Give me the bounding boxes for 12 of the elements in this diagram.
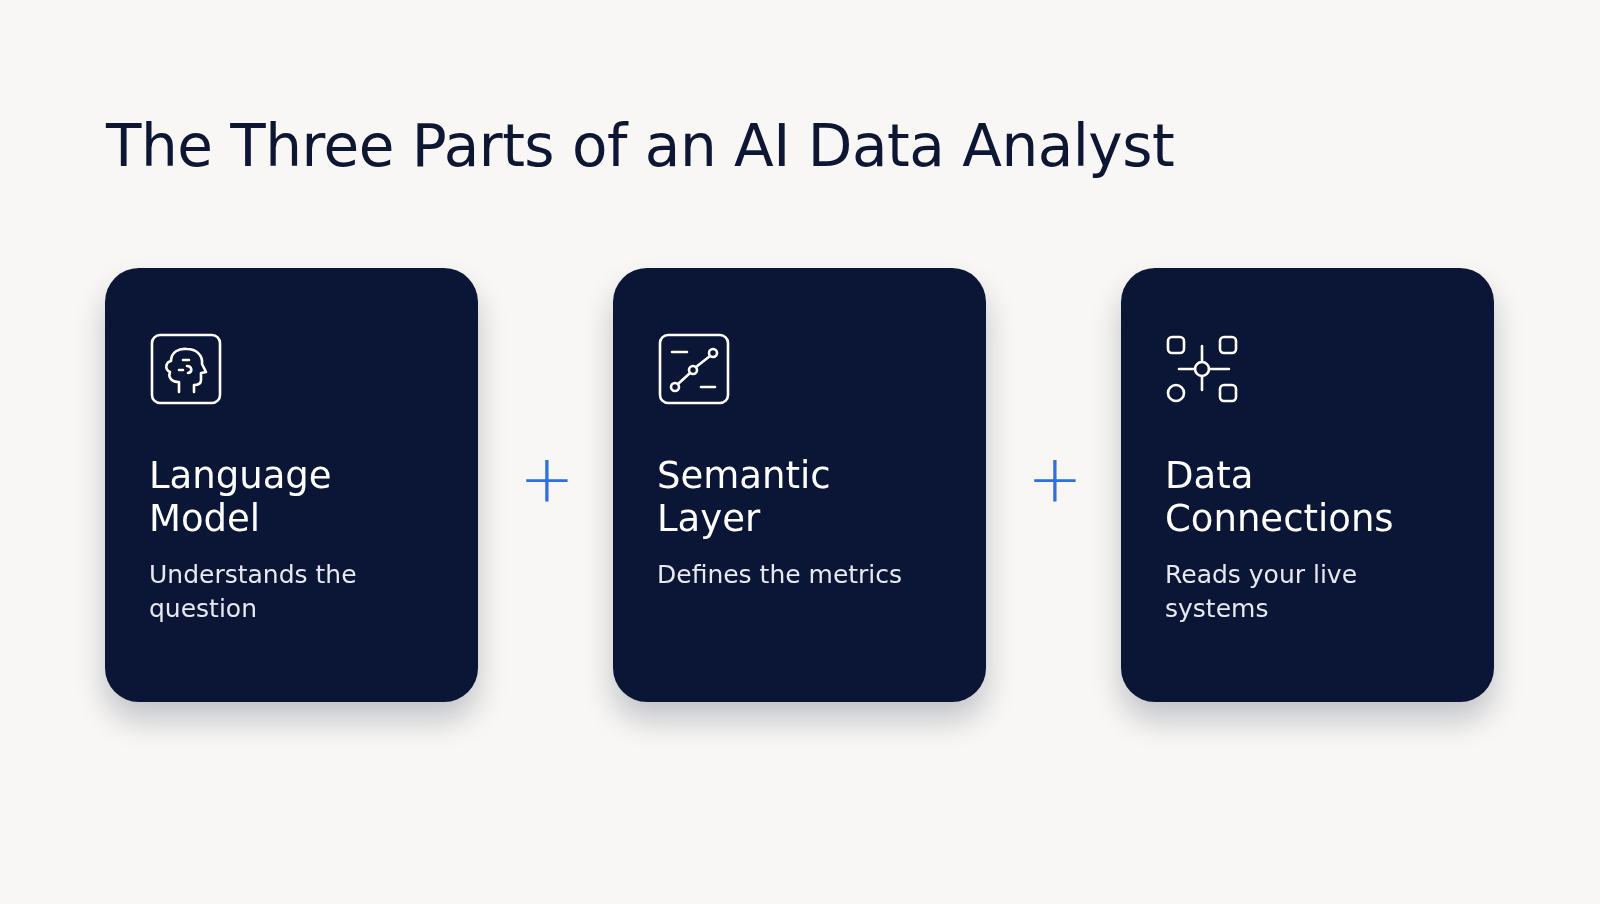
component-card [105,268,478,702]
card-description: Understands the question [149,559,358,625]
card-description: Reads your live systems [1165,559,1359,625]
title: The Three Parts of an AI Data Analyst [106,112,1175,180]
card-description: Defines the metrics [657,559,904,591]
card-heading: Semantic Layer [657,454,832,540]
card-heading: Data Connections [1165,454,1395,540]
plus-sign: + [518,446,576,512]
component-card [1121,268,1494,702]
plus-sign: + [1026,446,1084,512]
card-heading: Language Model [149,454,333,540]
component-card [613,268,986,702]
